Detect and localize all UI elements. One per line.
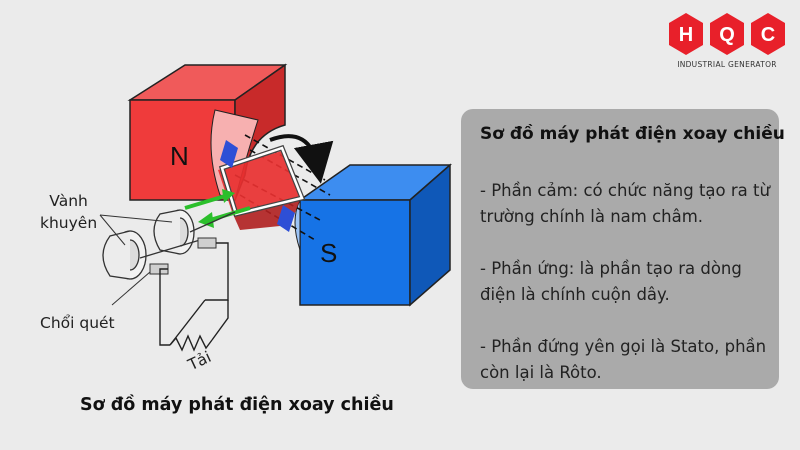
brush-1 — [197, 237, 217, 249]
brush-label: Chổi quét — [40, 314, 115, 332]
load-circuit — [159, 242, 229, 352]
label-leaders — [99, 214, 173, 306]
info-panel-title: Sơ đồ máy phát điện xoay chiều — [480, 124, 785, 144]
info-item-excitation: - Phần cảm: có chức năng tạo ra từ trườn… — [480, 181, 770, 226]
brand-letter-h: H — [679, 24, 693, 46]
load-resistor — [169, 334, 213, 352]
north-pole-label: N — [170, 141, 189, 171]
force-arrow-top — [220, 140, 238, 168]
brand-letter-c: C — [761, 24, 775, 46]
brand-letter-q: Q — [719, 24, 735, 46]
info-panel — [461, 109, 779, 389]
rotation-arrow — [269, 134, 334, 184]
slip-ring-label: Vành khuyên — [40, 192, 98, 232]
generator-illustration: N S — [99, 63, 452, 352]
south-pole-label: S — [320, 238, 337, 268]
info-item-armature: - Phần ứng: là phần tạo ra dòng điện là … — [480, 259, 742, 304]
magnet-south: S — [294, 163, 452, 307]
brand-hexagons: H Q C — [669, 13, 785, 55]
magnet-north: N — [127, 63, 288, 201]
diagram-caption: Sơ đồ máy phát điện xoay chiều — [80, 395, 394, 415]
info-item-stator-rotor: - Phần đứng yên gọi là Stato, phần còn l… — [480, 337, 767, 382]
brand-logo: H Q C INDUSTRIAL GENERATOR — [664, 10, 790, 72]
brand-tagline: INDUSTRIAL GENERATOR — [677, 60, 777, 69]
force-arrow-bottom — [277, 205, 295, 232]
